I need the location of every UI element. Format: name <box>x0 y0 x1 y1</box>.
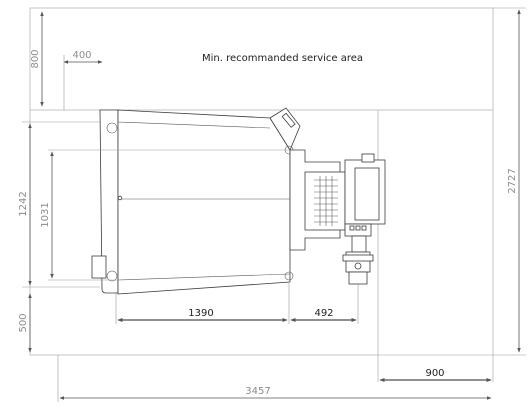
valve-stem <box>351 235 367 253</box>
dim-400-label: 400 <box>72 50 91 61</box>
housing-bottom-inner <box>117 273 291 281</box>
main-housing <box>117 109 291 295</box>
dim-800-label: 800 <box>30 49 41 68</box>
top-lifting-lug <box>269 107 301 151</box>
dimension-lines <box>22 7 526 402</box>
terminal-1 <box>349 225 355 231</box>
dim-1390-label: 1390 <box>188 308 213 319</box>
air-inlet-grille <box>314 176 338 226</box>
hinge-pin <box>117 195 123 201</box>
dim-900-label: 900 <box>425 368 444 379</box>
service-area-note: Min. recommanded service area <box>202 53 363 64</box>
air-inlet-box <box>304 171 346 231</box>
top-service-zone <box>29 7 494 111</box>
dim-492-label: 492 <box>314 308 333 319</box>
motor-cap <box>354 167 380 221</box>
terminal-3 <box>361 225 367 231</box>
lug-slot <box>281 112 296 128</box>
dim-2727-label: 2727 <box>507 168 518 193</box>
housing-top-inner <box>117 121 271 129</box>
motor-top-boss <box>361 153 375 163</box>
blower-head <box>289 149 386 285</box>
burner-body <box>91 107 301 295</box>
dim-500-label: 500 <box>18 313 29 332</box>
left-flange <box>99 109 119 294</box>
bolt-bottom-right <box>284 271 294 281</box>
dim-1031-label: 1031 <box>40 202 51 227</box>
terminal-2 <box>355 225 361 231</box>
pump-port <box>354 262 362 270</box>
bolt-bottom-left <box>106 270 118 282</box>
dim-1242-label: 1242 <box>18 191 29 216</box>
pump-foot <box>348 271 368 285</box>
pump-flange <box>342 254 374 262</box>
bottom-bracket <box>91 255 107 279</box>
bolt-top-left <box>106 122 118 134</box>
dim-3457-label: 3457 <box>245 386 270 397</box>
